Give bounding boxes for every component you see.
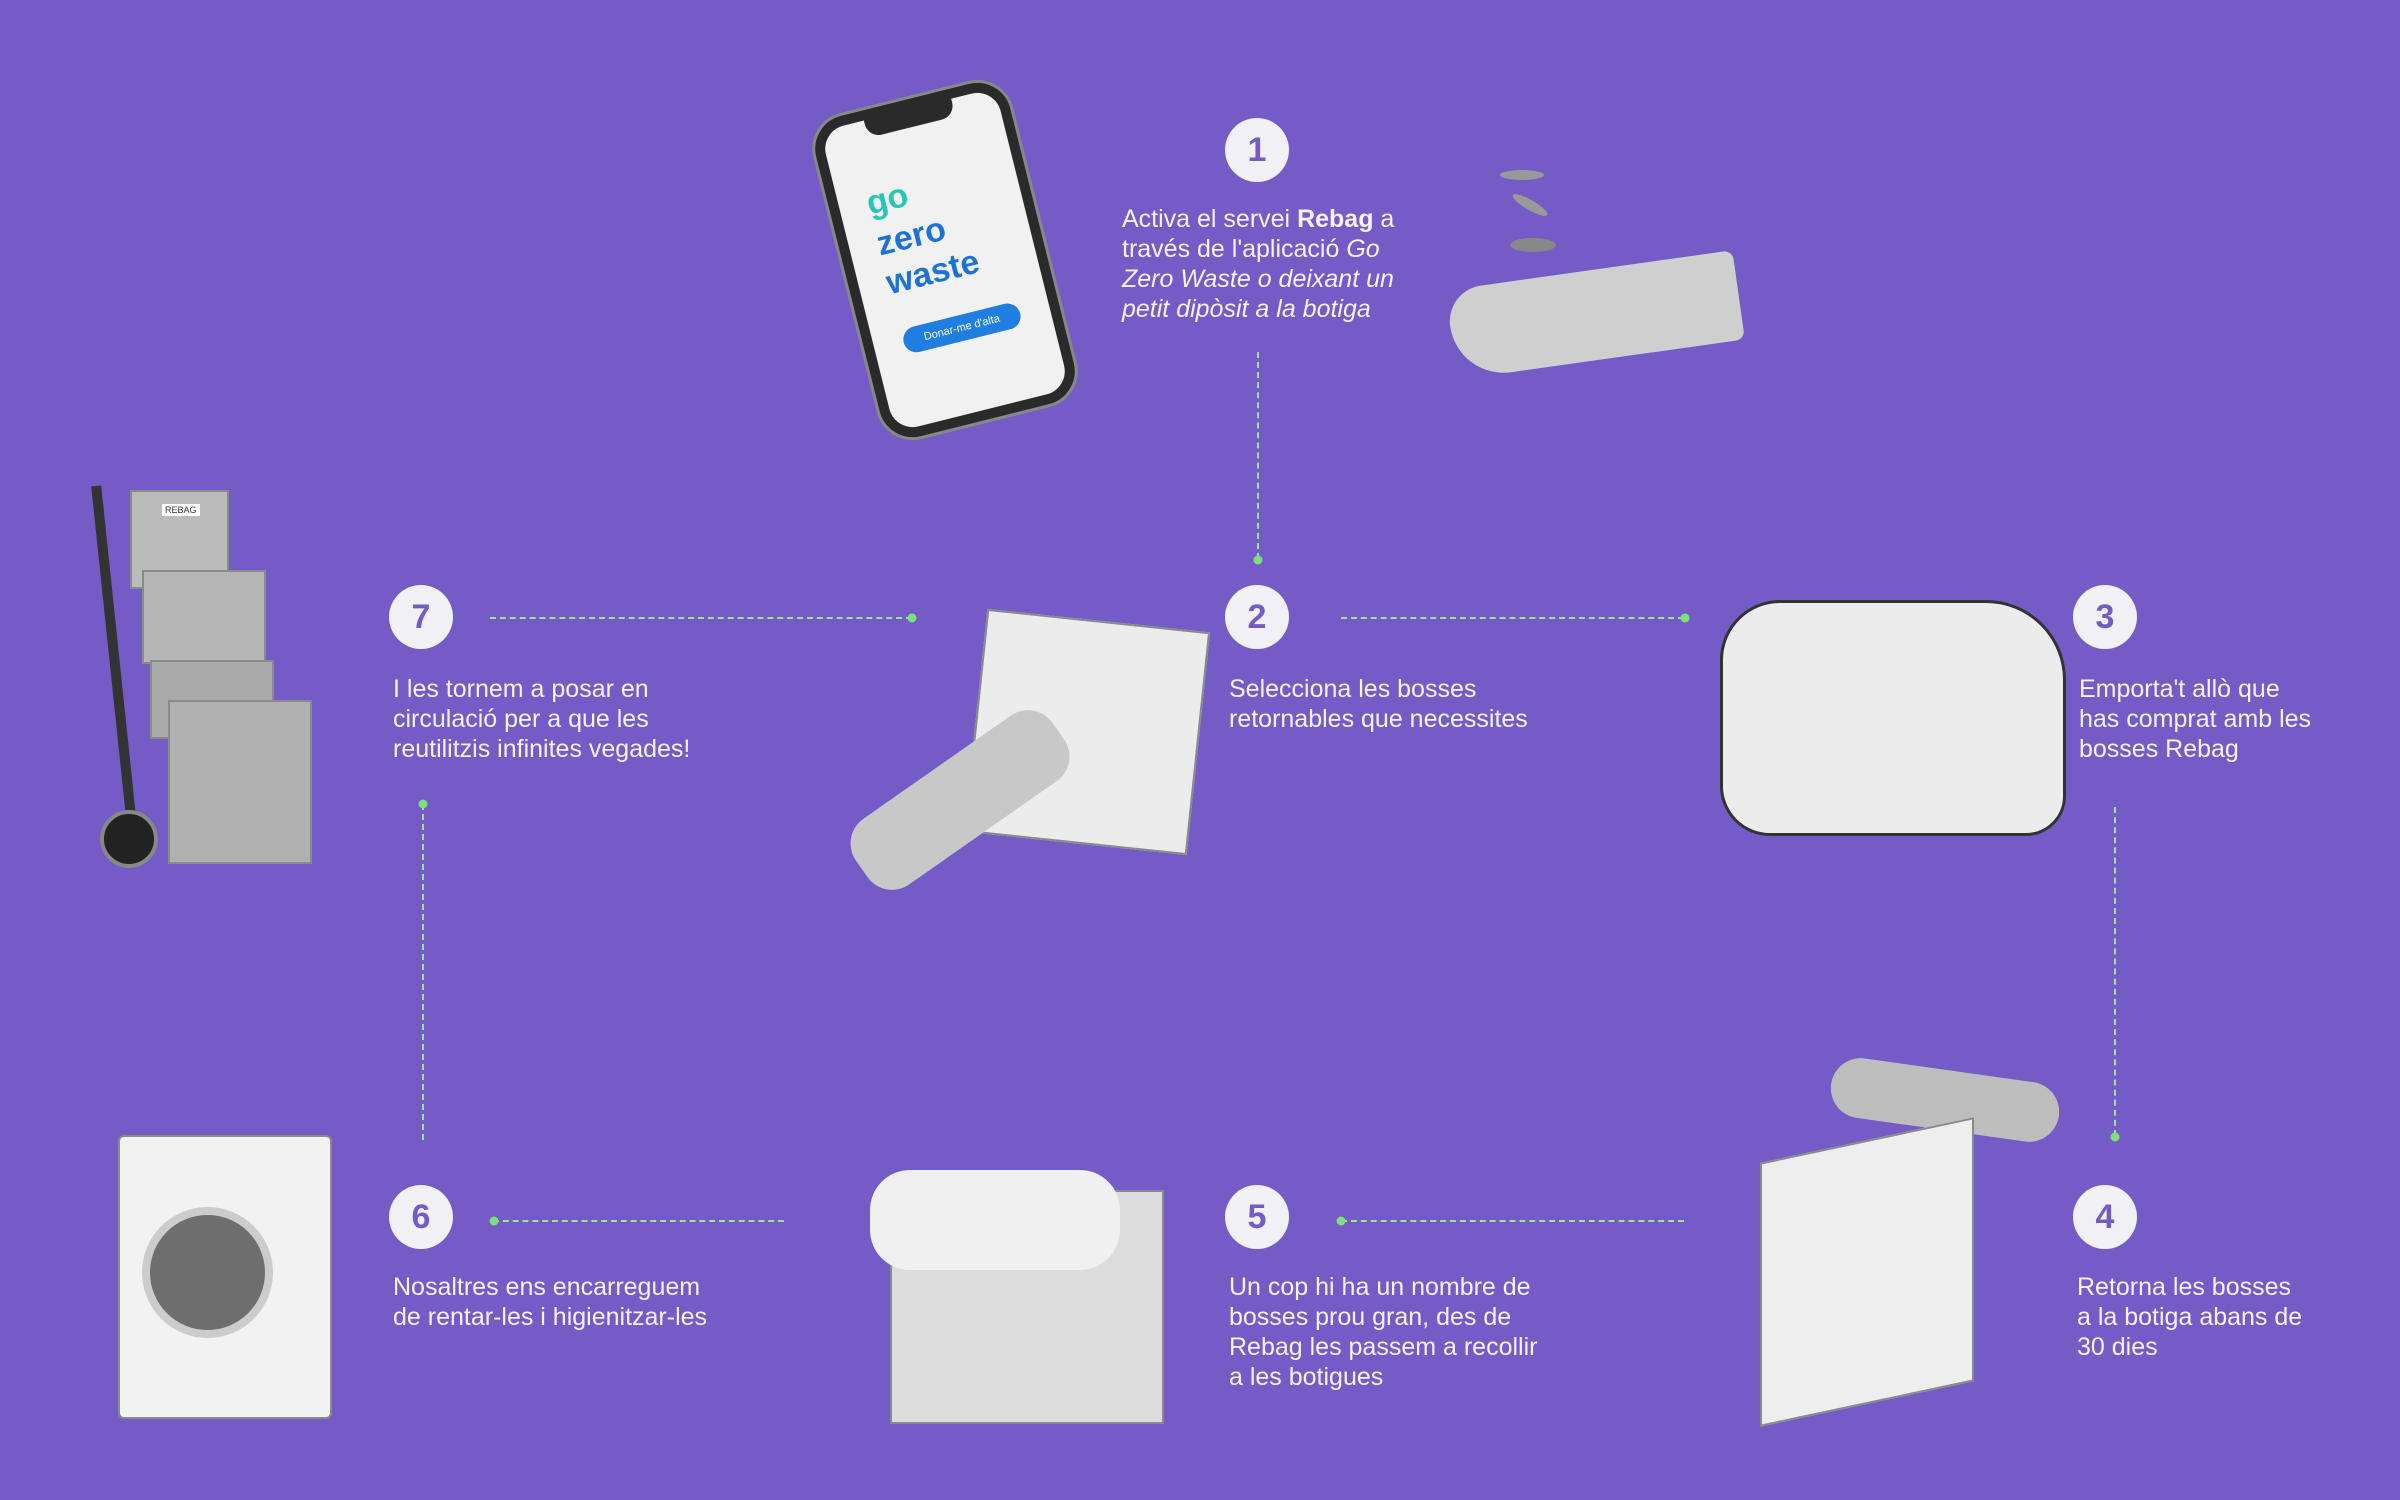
- step-1-text-brand: Rebag: [1297, 205, 1374, 233]
- step-6-number: 6: [389, 1185, 453, 1249]
- step-2-text: Selecciona les bosses retornables que ne…: [1229, 675, 1528, 733]
- box: [168, 700, 312, 864]
- connector-2-3: [1341, 617, 1684, 619]
- step-3-number: 3: [2073, 585, 2137, 649]
- connector-dot: [907, 613, 917, 623]
- washing-machine-illustration: [118, 1135, 332, 1419]
- step-5-text: Un cop hi ha un nombre de bosses prou gr…: [1229, 1273, 1538, 1391]
- step-7-number: 7: [389, 585, 453, 649]
- connector-5-6: [493, 1220, 784, 1222]
- trolley-wheel: [100, 810, 158, 868]
- connector-6-7: [422, 804, 424, 1140]
- connector-dot: [1336, 1216, 1346, 1226]
- coin-icon: [1510, 190, 1550, 220]
- step-7-text: I les tornem a posar en circulació per a…: [393, 675, 691, 763]
- step-1-text-a: Activa el servei: [1122, 205, 1298, 233]
- hand-with-coins-illustration: [1445, 250, 1745, 380]
- signup-button[interactable]: Donar-me d'alta: [900, 300, 1024, 356]
- connector-dot: [1680, 613, 1690, 623]
- step-1-text-c: Go Zero Waste o deixant un petit dipòsit…: [1122, 235, 1394, 323]
- step-5-number: 5: [1225, 1185, 1289, 1249]
- bags-in-box-illustration: [870, 1170, 1120, 1270]
- connector-dot: [418, 799, 428, 809]
- step-4-number: 4: [2073, 1185, 2137, 1249]
- step-6-text: Nosaltres ens encarreguem de rentar-les …: [393, 1273, 708, 1331]
- connector-7-2: [490, 617, 912, 619]
- step-2-number: 2: [1225, 585, 1289, 649]
- rebag-box-label: REBAG: [162, 504, 200, 516]
- phone-notch: [863, 96, 956, 138]
- step-1-number: 1: [1225, 118, 1289, 182]
- connector-3-4: [2114, 807, 2116, 1136]
- step-4-text: Retorna les bosses a la botiga abans de …: [2077, 1273, 2303, 1361]
- shopping-bags-illustration: [1720, 600, 2066, 836]
- connector-4-5: [1341, 1220, 1684, 1222]
- connector-dot: [489, 1216, 499, 1226]
- returned-bag-illustration: [1760, 1117, 1974, 1427]
- coin-icon: [1510, 238, 1556, 252]
- connector-dot: [2110, 1132, 2120, 1142]
- washing-machine-door: [142, 1207, 273, 1338]
- step-1-text-b: a través de l'aplicació: [1122, 205, 1395, 263]
- step-1-text: Activa el servei Rebag a través de l'apl…: [1122, 204, 1394, 324]
- connector-dot: [1253, 555, 1263, 565]
- connector-1-2: [1257, 352, 1259, 559]
- coin-icon: [1500, 170, 1544, 180]
- box: [142, 570, 266, 664]
- step-3-text: Emporta't allò que has comprat amb les b…: [2079, 675, 2312, 763]
